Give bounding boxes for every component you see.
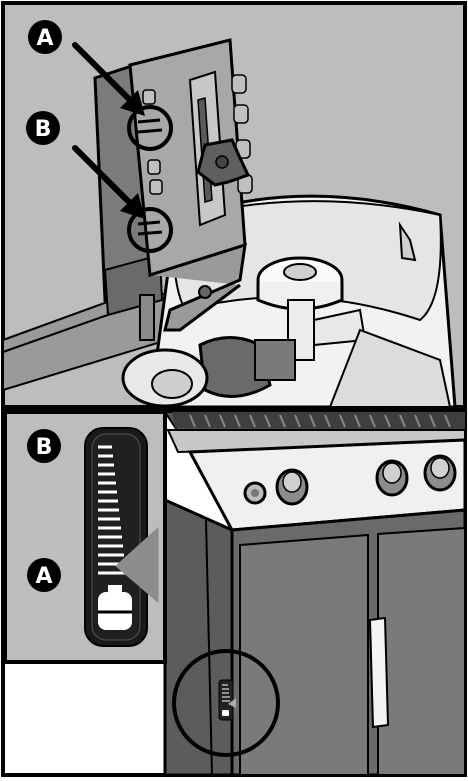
gauge-label-a: A [35, 564, 52, 589]
gauge-label-badge-b: B [27, 429, 61, 463]
callout-letter-b: B [35, 117, 52, 142]
callout-letter-a: A [36, 26, 53, 51]
gauge-label-b: B [36, 435, 53, 460]
gauge-label-badge-a: A [27, 558, 61, 592]
fuel-level-gauge [85, 428, 147, 646]
top-panel: A B [3, 3, 465, 407]
callout-badge-b: B [26, 111, 60, 145]
callout-badge-a: A [28, 20, 62, 54]
bottom-panel: B A [3, 409, 465, 775]
grill [165, 412, 465, 775]
gauge-inset-panel: B A [5, 412, 165, 662]
